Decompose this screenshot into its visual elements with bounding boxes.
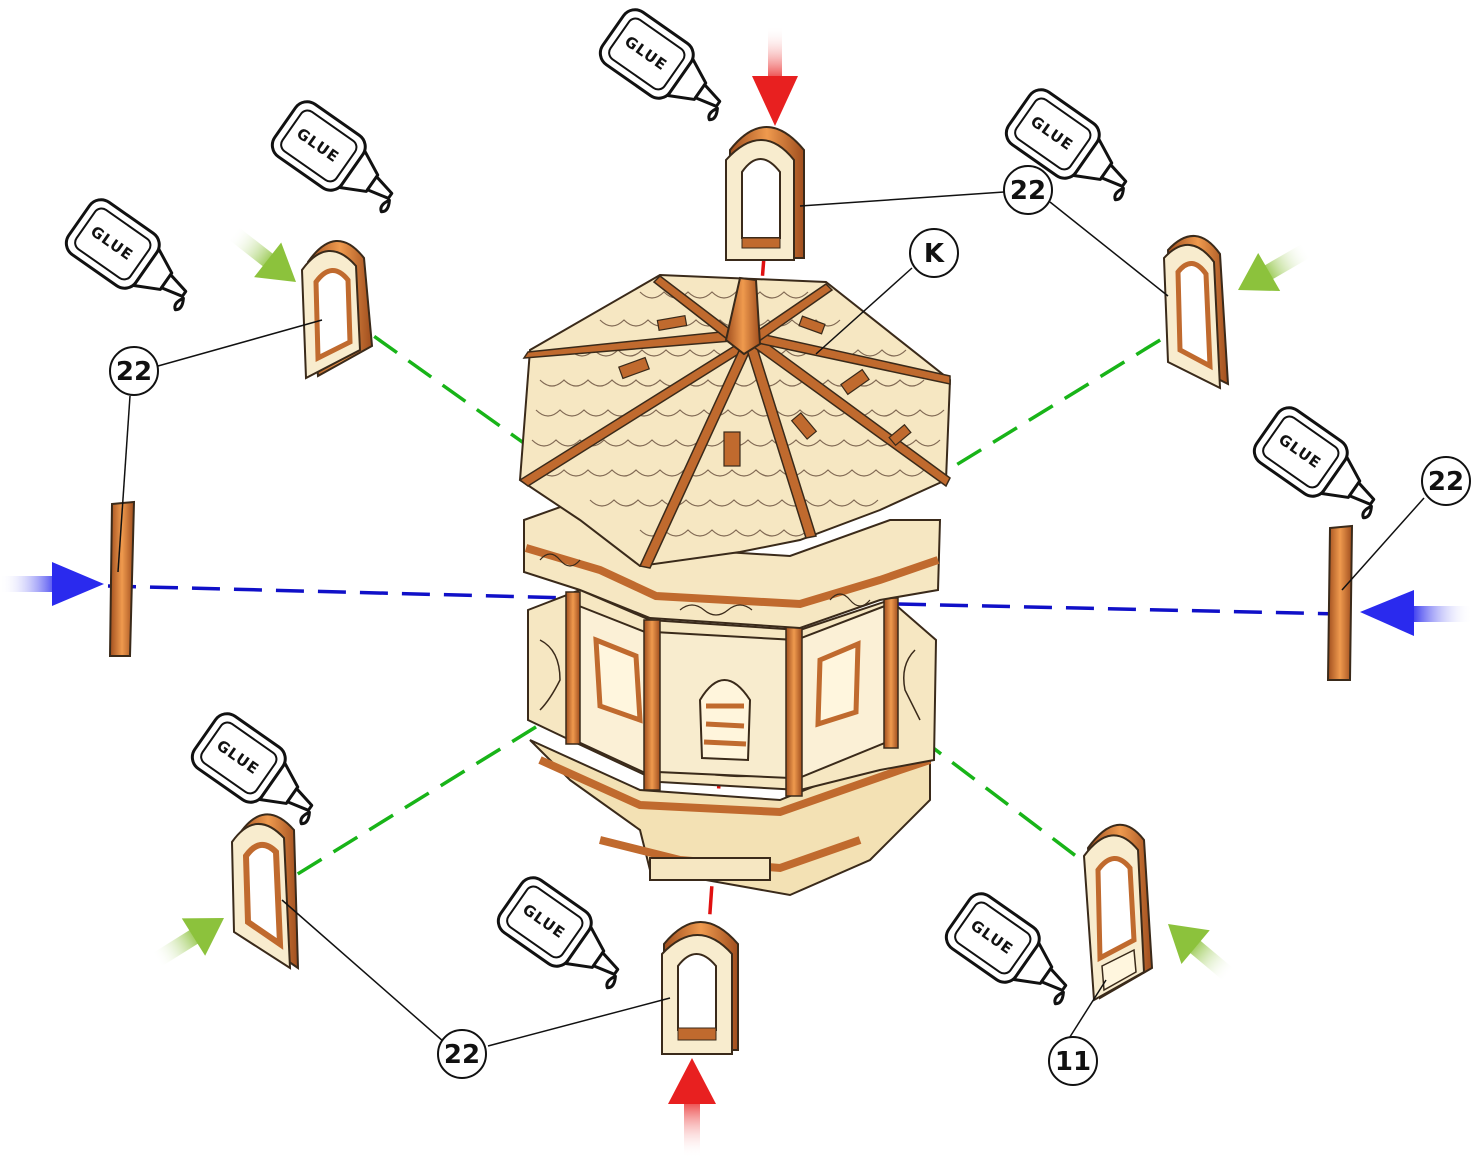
guide-blue-left bbox=[107, 584, 573, 600]
leader-lines bbox=[117, 191, 1425, 1047]
tower-base bbox=[529, 738, 931, 897]
svg-text:22: 22 bbox=[116, 357, 152, 387]
glue-bottle-icon: GLUE bbox=[1247, 400, 1397, 533]
svg-text:22: 22 bbox=[1428, 467, 1464, 497]
svg-text:K: K bbox=[924, 239, 945, 269]
callout-22-top: 22 bbox=[1003, 165, 1053, 215]
callout-k: K bbox=[909, 228, 959, 278]
glue-bottle-icon: GLUE bbox=[593, 2, 743, 135]
side-strip-right bbox=[1326, 524, 1354, 681]
window-frame-lower-left bbox=[230, 813, 300, 970]
callout-11: 11 bbox=[1048, 1036, 1098, 1086]
arrow-red-bottom bbox=[668, 1058, 716, 1158]
arrow-red-top bbox=[752, 26, 798, 126]
glue-bottle-icon: GLUE bbox=[59, 192, 209, 325]
guide-green-upper-left bbox=[338, 310, 530, 448]
tower-assembly bbox=[518, 273, 952, 897]
arrow-blue-right bbox=[1360, 590, 1472, 636]
arrow-green-upper-left bbox=[228, 226, 296, 282]
window-frame-upper-right bbox=[1162, 234, 1230, 390]
glue-bottle-icon: GLUE bbox=[999, 82, 1149, 215]
window-frame-top bbox=[725, 126, 805, 261]
guide-blue-right bbox=[897, 602, 1341, 616]
callout-22-right: 22 bbox=[1421, 456, 1471, 506]
arrow-green-upper-right bbox=[1238, 243, 1312, 292]
svg-text:11: 11 bbox=[1055, 1047, 1091, 1077]
svg-text:22: 22 bbox=[444, 1040, 480, 1070]
callout-22-bottom: 22 bbox=[437, 1029, 487, 1079]
callout-22-left: 22 bbox=[109, 346, 159, 396]
glue-bottle-icon: GLUE bbox=[491, 870, 641, 1003]
arrow-green-lower-right bbox=[1168, 924, 1235, 982]
door-frame-11 bbox=[1082, 823, 1154, 1002]
guide-green-upper-right bbox=[947, 316, 1197, 472]
arrows bbox=[0, 26, 1472, 1158]
roof-k bbox=[518, 273, 952, 569]
callouts: 22 K 22 22 22 11 bbox=[109, 165, 1471, 1086]
arrow-blue-left bbox=[0, 562, 104, 606]
svg-text:22: 22 bbox=[1010, 176, 1046, 206]
window-frame-upper-left bbox=[300, 240, 374, 380]
arrow-green-lower-left bbox=[151, 918, 224, 968]
glue-bottle-icon: GLUE bbox=[185, 706, 335, 839]
glue-bottle-icon: GLUE bbox=[939, 886, 1089, 1019]
side-strip-left bbox=[108, 500, 136, 657]
glue-bottles: GLUE GLUE GLUE GLUE GLUE GLUE GLUE GLUE bbox=[59, 2, 1397, 1019]
glue-bottle-icon: GLUE bbox=[265, 94, 415, 227]
window-frames bbox=[108, 126, 1354, 1055]
window-frame-bottom bbox=[661, 921, 739, 1055]
